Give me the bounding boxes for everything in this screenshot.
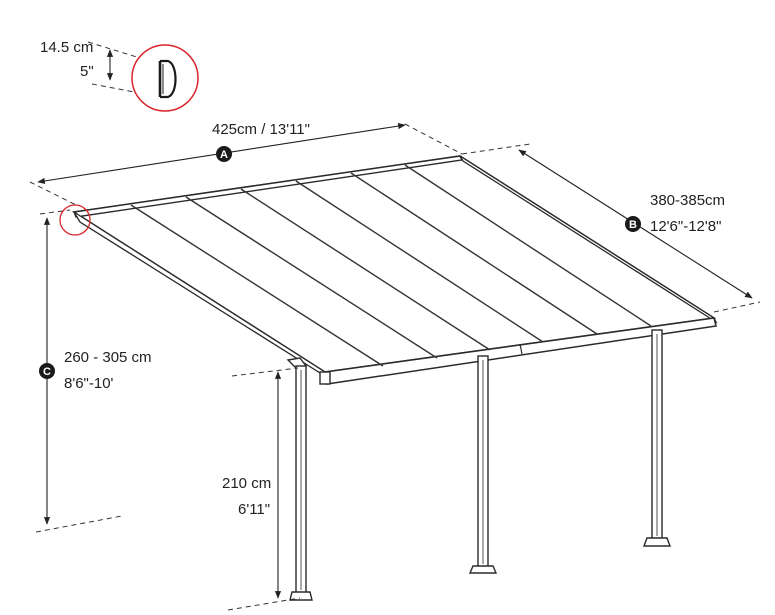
- highlight-circle-small: [59, 204, 91, 236]
- badge-a: A: [216, 146, 232, 162]
- svg-text:A: A: [220, 149, 228, 161]
- svg-text:C: C: [43, 366, 51, 378]
- svg-text:B: B: [629, 219, 637, 231]
- dimension-post-height: 210 cm 6'11": [222, 367, 301, 611]
- dimension-c-label-metric: 260 - 305 cm: [64, 349, 152, 366]
- post-height-label-imperial: 6'11": [238, 501, 270, 518]
- panel-line: [185, 196, 438, 359]
- dimension-a-label: 425cm / 13'11": [212, 121, 310, 138]
- post-left: [286, 357, 331, 601]
- dimension-c-label-imperial: 8'6"-10': [64, 375, 114, 392]
- panel-line: [130, 204, 384, 367]
- dimension-b-label-imperial: 12'6"-12'8": [650, 218, 721, 235]
- post-right: [642, 329, 672, 547]
- gutter-joint: [519, 343, 523, 355]
- roof-structure: [71, 155, 718, 385]
- dimension-a: A 425cm / 13'11": [29, 121, 463, 206]
- post-height-label-metric: 210 cm: [222, 475, 271, 492]
- panel-line: [350, 172, 598, 335]
- panel-line: [240, 188, 491, 351]
- dimension-b-label-metric: 380-385cm: [650, 192, 725, 209]
- detail-callout: 14.5 cm 5": [40, 39, 199, 236]
- dimension-b: B 380-385cm 12'6"-12'8": [461, 143, 761, 313]
- callout-height-metric: 14.5 cm: [40, 39, 93, 56]
- badge-c: C: [39, 363, 55, 379]
- panel-line: [295, 180, 544, 343]
- posts: [286, 329, 672, 601]
- gutter-profile-icon: [158, 59, 177, 99]
- highlight-circle-large: [131, 44, 199, 112]
- callout-height-imperial: 5": [80, 63, 94, 80]
- dimension-c: C 260 - 305 cm 8'6"-10': [35, 209, 152, 533]
- post-middle: [468, 355, 498, 574]
- badge-b: B: [625, 216, 641, 232]
